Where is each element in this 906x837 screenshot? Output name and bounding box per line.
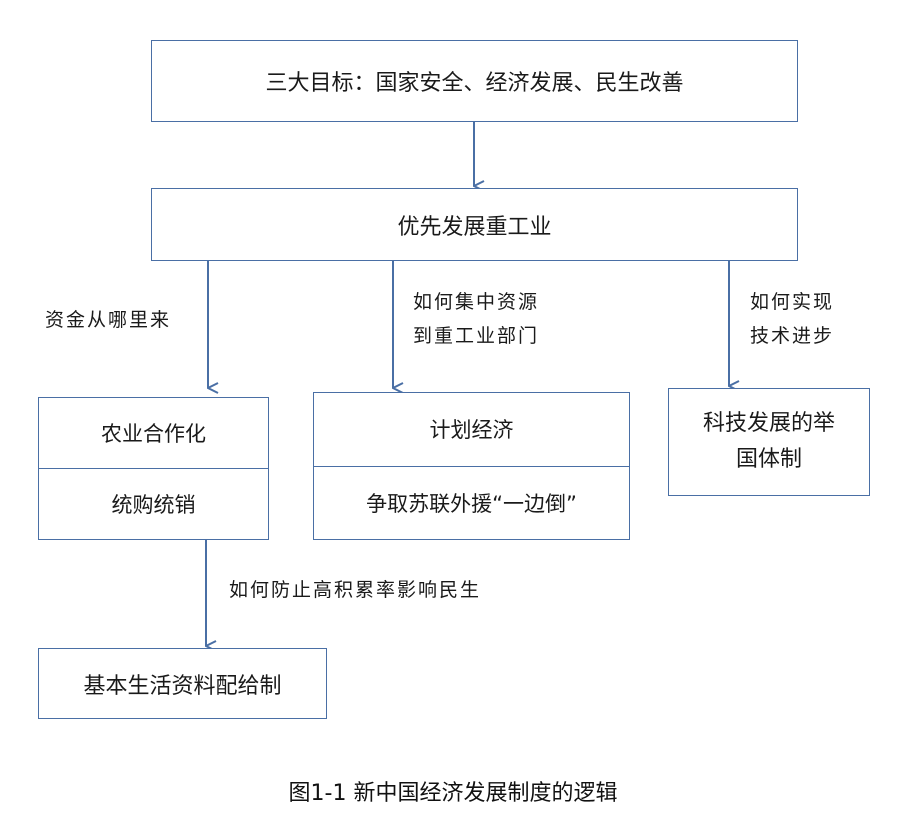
agri-box: 农业合作化 统购统销 — [38, 397, 269, 540]
goals-text: 三大目标：国家安全、经济发展、民生改善 — [265, 71, 684, 96]
edge-label-tech: 如何实现 技术进步 — [750, 285, 834, 353]
planned-economy-cell: 计划经济 — [314, 393, 629, 466]
edge-label-tech-line2: 技术进步 — [750, 325, 835, 347]
rationing-text: 基本生活资料配给制 — [83, 673, 282, 699]
figure-caption: 图1-1 新中国经济发展制度的逻辑 — [288, 781, 618, 806]
soviet-aid-cell: 争取苏联外援“一边倒” — [314, 465, 629, 540]
sci-tech-line1: 科技发展的举 — [702, 411, 835, 436]
edge-label-accumulation: 如何防止高积累率影响民生 — [229, 579, 482, 601]
planned-economy-box: 计划经济 争取苏联外援“一边倒” — [313, 392, 630, 540]
rationing-box: 基本生活资料配给制 — [38, 648, 327, 719]
heavy-industry-box: 优先发展重工业 — [151, 188, 798, 261]
agri-coop-cell: 农业合作化 — [39, 398, 268, 468]
unified-purchase-cell: 统购统销 — [39, 468, 268, 539]
agri-coop-text: 农业合作化 — [101, 422, 206, 446]
edge-label-concentrate: 如何集中资源 到重工业部门 — [413, 285, 539, 353]
sci-tech-line2: 国体制 — [735, 447, 802, 472]
edge-label-concentrate-line2: 到重工业部门 — [413, 325, 540, 347]
edge-label-tech-line1: 如何实现 — [750, 291, 835, 313]
soviet-aid-text: 争取苏联外援“一边倒” — [366, 491, 577, 516]
planned-economy-text: 计划经济 — [429, 418, 514, 443]
goals-box: 三大目标：国家安全、经济发展、民生改善 — [151, 40, 798, 122]
edge-label-concentrate-line1: 如何集中资源 — [413, 291, 540, 313]
heavy-industry-text: 优先发展重工业 — [397, 214, 552, 240]
unified-purchase-text: 统购统销 — [111, 493, 196, 517]
edge-label-funds: 资金从哪里来 — [45, 309, 172, 331]
sci-tech-box: 科技发展的举 国体制 — [668, 388, 870, 496]
